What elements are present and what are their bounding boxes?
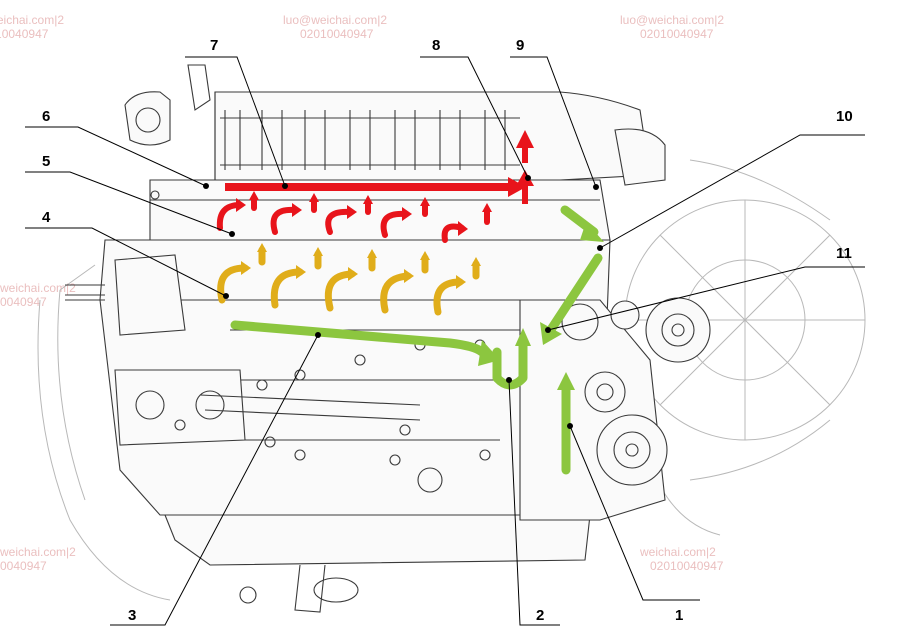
head-main-gallery-arrow xyxy=(225,177,526,197)
watermark-5-line1: weichai.com|2 xyxy=(0,545,76,559)
leader-lines xyxy=(25,56,865,626)
red-swirl-3 xyxy=(325,208,353,235)
watermark-6-line1: weichai.com|2 xyxy=(639,545,716,559)
watermark-1-line2: 02010040947 xyxy=(300,27,374,41)
leader-7 xyxy=(185,56,286,187)
red-swirl-5-tip xyxy=(458,221,468,236)
outlet-arrow-upper-shaft xyxy=(522,145,528,163)
watermark-4-line1: weichai.com|2 xyxy=(0,281,76,295)
red-swirl-2 xyxy=(270,206,298,235)
leader-2 xyxy=(508,379,560,626)
label-3: 3 xyxy=(128,607,136,624)
outlet-arrow-upper-head xyxy=(516,130,534,148)
watermark-2-line1: luo@weichai.com|2 xyxy=(620,13,724,27)
watermark-6-line2: 02010040947 xyxy=(650,559,724,573)
watermark-4-line2: 0040947 xyxy=(0,295,47,309)
dot-5 xyxy=(229,231,235,237)
warm-coolant-flow xyxy=(217,243,481,316)
green-diagonal xyxy=(547,253,603,333)
yellow-swirl-1-tip xyxy=(241,261,251,275)
dot-7 xyxy=(282,183,288,189)
yellow-swirl-4b-tip xyxy=(420,251,430,260)
yellow-swirl-3-tip xyxy=(348,267,358,281)
green-u-turn xyxy=(492,335,528,390)
yellow-swirl-4 xyxy=(380,272,412,314)
red-swirl-5b-tip xyxy=(482,203,492,212)
engine-outline xyxy=(65,64,711,613)
dot-10 xyxy=(597,245,603,251)
red-swirl-1-tip xyxy=(236,198,246,212)
green-diagonal-tip xyxy=(540,322,562,345)
label-1: 1 xyxy=(675,607,683,624)
yellow-swirl-1 xyxy=(217,264,249,304)
dot-9 xyxy=(593,184,599,190)
yellow-swirl-1b-tip xyxy=(257,243,267,252)
yellow-swirl-5-tip xyxy=(456,275,466,289)
watermark-3-line2: 02010040947 xyxy=(0,27,49,41)
red-swirl-3b-tip xyxy=(363,195,373,204)
red-swirl-4 xyxy=(380,210,408,238)
watermark-2-line2: 02010040947 xyxy=(640,27,714,41)
dot-11 xyxy=(545,327,551,333)
head-gallery-bar xyxy=(225,183,510,191)
leader-4 xyxy=(25,227,227,297)
green-u-turn-tip xyxy=(515,328,531,346)
label-4: 4 xyxy=(42,209,51,226)
label-10: 10 xyxy=(836,108,853,125)
green-pump-riser-tip xyxy=(557,372,575,390)
yellow-swirl-2-tip xyxy=(296,265,306,279)
leader-6 xyxy=(25,126,207,187)
label-5: 5 xyxy=(42,153,50,170)
red-swirl-2b-tip xyxy=(309,193,319,202)
red-swirl-4-tip xyxy=(402,207,412,221)
red-swirl-3-tip xyxy=(347,205,357,219)
outlet-arrow-lower-shaft xyxy=(522,184,528,204)
watermark-5-line2: 0040947 xyxy=(0,559,47,573)
leader-5 xyxy=(25,171,233,235)
label-8: 8 xyxy=(432,37,440,54)
dot-2 xyxy=(506,377,512,383)
head-gallery-arrowhead xyxy=(508,177,526,197)
cool-coolant-flow xyxy=(230,205,604,475)
dot-1 xyxy=(567,423,573,429)
leader-8 xyxy=(420,56,529,179)
leader-1 xyxy=(569,425,700,601)
dot-8 xyxy=(525,175,531,181)
dot-3 xyxy=(315,332,321,338)
watermark-1-line1: luo@weichai.com|2 xyxy=(283,13,387,27)
valve-towers xyxy=(220,110,520,170)
yellow-swirl-4-tip xyxy=(404,269,414,283)
watermark-3-line1: luo@weichai.com|2 xyxy=(0,13,64,27)
red-swirl-1b-tip xyxy=(249,191,259,200)
red-swirl-4b-tip xyxy=(420,197,430,206)
watermarks: luo@weichai.com|2 02010040947 luo@weicha… xyxy=(0,13,724,573)
yellow-swirl-5b-tip xyxy=(471,257,481,266)
label-6: 6 xyxy=(42,108,50,125)
leader-10 xyxy=(599,134,865,249)
label-7: 7 xyxy=(210,37,218,54)
leader-9 xyxy=(510,56,597,188)
callout-labels: 1 2 3 4 5 6 7 8 9 10 11 xyxy=(42,37,853,624)
yellow-swirl-2 xyxy=(270,268,304,309)
yellow-swirl-2b-tip xyxy=(313,247,323,256)
red-swirls xyxy=(216,191,492,243)
water-pump-outline xyxy=(584,371,626,413)
dot-6 xyxy=(203,183,209,189)
yellow-swirl-5 xyxy=(433,278,464,316)
dot-4 xyxy=(223,293,229,299)
label-2: 2 xyxy=(536,607,544,624)
leader-3 xyxy=(110,334,319,626)
yellow-swirl-3b-tip xyxy=(367,249,377,258)
green-main-gallery xyxy=(230,320,487,357)
yellow-swirl-3 xyxy=(324,270,356,312)
leader-11 xyxy=(547,266,865,331)
callout-dots xyxy=(203,175,603,429)
red-swirl-2-tip xyxy=(292,203,302,217)
green-return-tip xyxy=(580,222,604,242)
label-11: 11 xyxy=(836,245,852,262)
label-9: 9 xyxy=(516,37,524,54)
